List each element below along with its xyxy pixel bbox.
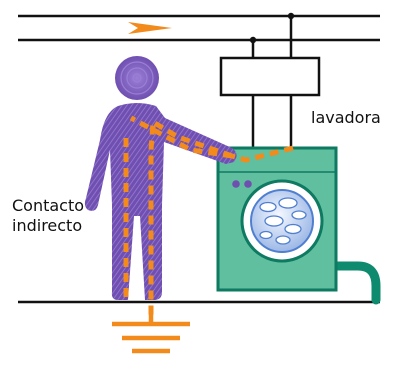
appliance-label: lavadora [311,108,381,127]
drain-pipe [330,261,381,305]
knob-icon [244,180,252,188]
supply-lines [18,14,380,304]
junction-dot [249,36,257,44]
ground-symbol-icon [112,310,190,354]
contact-label-line1: Contacto [12,196,85,215]
contact-label-line2: indirecto [12,216,83,235]
person-icon [84,56,237,300]
knob-icon [232,180,240,188]
contact-type-label: Contacto indirecto [12,196,84,236]
water-bubbles [259,197,307,245]
fault-current-path [123,115,294,318]
junction-dot [287,12,295,20]
washing-machine-icon [216,146,381,305]
protection-device-box [219,56,321,97]
current-direction-arrow-icon [128,22,172,34]
